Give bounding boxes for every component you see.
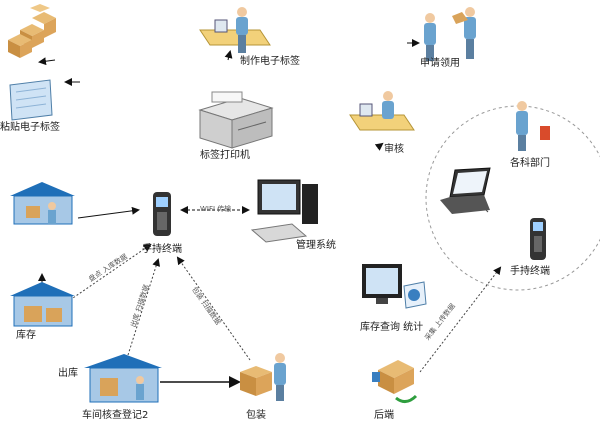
monitor-chart-icon bbox=[362, 264, 427, 309]
bottom-cargo-icon bbox=[372, 360, 418, 403]
people-apply-icon bbox=[424, 7, 476, 61]
warehouse-icon-1 bbox=[10, 182, 75, 225]
edge-bottom bbox=[419, 266, 502, 373]
label-make-tag: 制作电子标签 bbox=[240, 56, 300, 67]
label-pack: 包装 bbox=[246, 410, 266, 421]
worker-make-tag-icon bbox=[199, 7, 271, 53]
person-department-icon bbox=[516, 101, 550, 151]
label-outbound: 出库 bbox=[58, 368, 78, 379]
label-bottom: 后端 bbox=[374, 410, 394, 421]
label-printer: 标签打印机 bbox=[200, 150, 250, 161]
edge-outbound bbox=[127, 258, 161, 356]
label-handheld-right: 手持终端 bbox=[510, 266, 550, 277]
handheld-terminal-icon bbox=[153, 192, 171, 236]
worker-audit-icon bbox=[349, 91, 415, 131]
edge-pack bbox=[176, 256, 251, 361]
arrow-warehouse-to-handheld bbox=[77, 206, 140, 219]
printer-icon bbox=[198, 91, 274, 149]
arrow-tag-to-boxes bbox=[38, 57, 56, 66]
label-inventory: 库存 bbox=[16, 330, 36, 341]
desktop-computer-icon bbox=[250, 179, 318, 243]
label-audit: 审核 bbox=[384, 144, 404, 155]
boxes-icon bbox=[8, 4, 56, 58]
label-dept: 各科部门 bbox=[510, 158, 550, 169]
edge-inventory bbox=[69, 243, 152, 301]
label-query: 库存查询 统计 bbox=[360, 322, 424, 333]
warehouse-icon-inventory bbox=[10, 282, 75, 327]
worker-pack-icon bbox=[240, 353, 286, 401]
warehouse-icon-outbound bbox=[84, 354, 162, 403]
tag-sheet-icon bbox=[9, 79, 53, 121]
label-mgmt: 管理系统 bbox=[296, 240, 336, 251]
label-handheld: 手持终端 bbox=[142, 244, 182, 255]
handheld-terminal-right-icon bbox=[530, 218, 546, 260]
label-register: 车间核查登记2 bbox=[82, 410, 149, 421]
laptop-icon bbox=[440, 167, 491, 214]
arrow-make bbox=[224, 50, 233, 61]
label-apply: 申请领用 bbox=[420, 58, 460, 69]
label-paste-tag: 粘贴电子标签 bbox=[0, 122, 60, 133]
label-wifi: WIFI 传输 bbox=[200, 205, 232, 213]
arrow-audit bbox=[374, 142, 384, 151]
